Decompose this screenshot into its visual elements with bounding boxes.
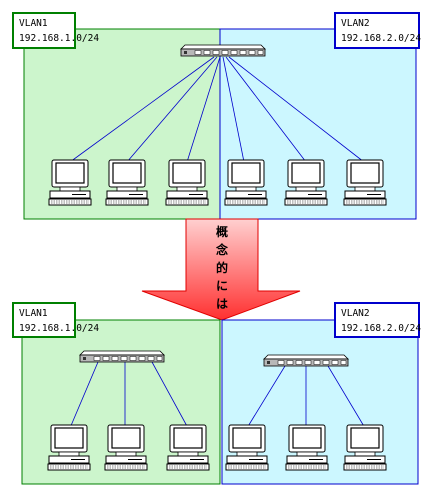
top-vlan2-subnet: 192.168.2.0/24	[341, 33, 421, 44]
top-vlan2-name: VLAN2	[341, 18, 370, 29]
top-vlan1-subnet: 192.168.1.0/24	[19, 33, 99, 44]
bottom-vlan2-subnet: 192.168.2.0/24	[341, 323, 421, 334]
top-vlan1-label-box: VLAN1 192.168.1.0/24	[12, 12, 99, 49]
top-cables	[69, 56, 365, 163]
top-pc-icon	[224, 159, 268, 206]
bottom-vlan1-name: VLAN1	[19, 308, 48, 319]
bottom-pc-icon	[166, 424, 210, 471]
bottom-vlan1-cables	[69, 361, 189, 429]
bottom-pc-icon	[285, 424, 329, 471]
bottom-pc-icon	[104, 424, 148, 471]
arrow-char: 念	[216, 242, 228, 257]
top-switch-icon	[180, 44, 266, 57]
bottom-pc-icon	[343, 424, 387, 471]
bottom-vlan2-switch-icon	[263, 354, 349, 367]
conceptual-arrow: 概 念 的 に は	[141, 218, 301, 321]
arrow-char: は	[216, 297, 228, 311]
top-vlan2-label-box: VLAN2 192.168.2.0/24	[334, 12, 421, 49]
bottom-vlan1-subnet: 192.168.1.0/24	[19, 323, 99, 334]
bottom-pc-icon	[47, 424, 91, 471]
bottom-vlan2-name: VLAN2	[341, 308, 370, 319]
bottom-vlan1-label-box: VLAN1 192.168.1.0/24	[12, 302, 99, 338]
bottom-vlan1-switch-icon	[79, 350, 165, 363]
top-pc-icon	[343, 159, 387, 206]
bottom-vlan2-cables	[246, 365, 366, 429]
bottom-vlan2-label-box: VLAN2 192.168.2.0/24	[334, 302, 421, 338]
arrow-char: 概	[216, 224, 228, 239]
top-pc-icon	[105, 159, 149, 206]
top-pc-icon	[284, 159, 328, 206]
top-diagram: VLAN1 192.168.1.0/24 VLAN2 192.168.2.0/2…	[12, 12, 421, 220]
arrow-char: に	[216, 279, 228, 293]
top-vlan1-name: VLAN1	[19, 18, 48, 29]
bottom-pc-icon	[225, 424, 269, 471]
top-pc-icon	[48, 159, 92, 206]
bottom-diagram: VLAN1 192.168.1.0/24 VLAN2 192.168.2.0/2…	[12, 302, 421, 485]
top-pc-icon	[165, 159, 209, 206]
arrow-char: 的	[216, 260, 228, 275]
